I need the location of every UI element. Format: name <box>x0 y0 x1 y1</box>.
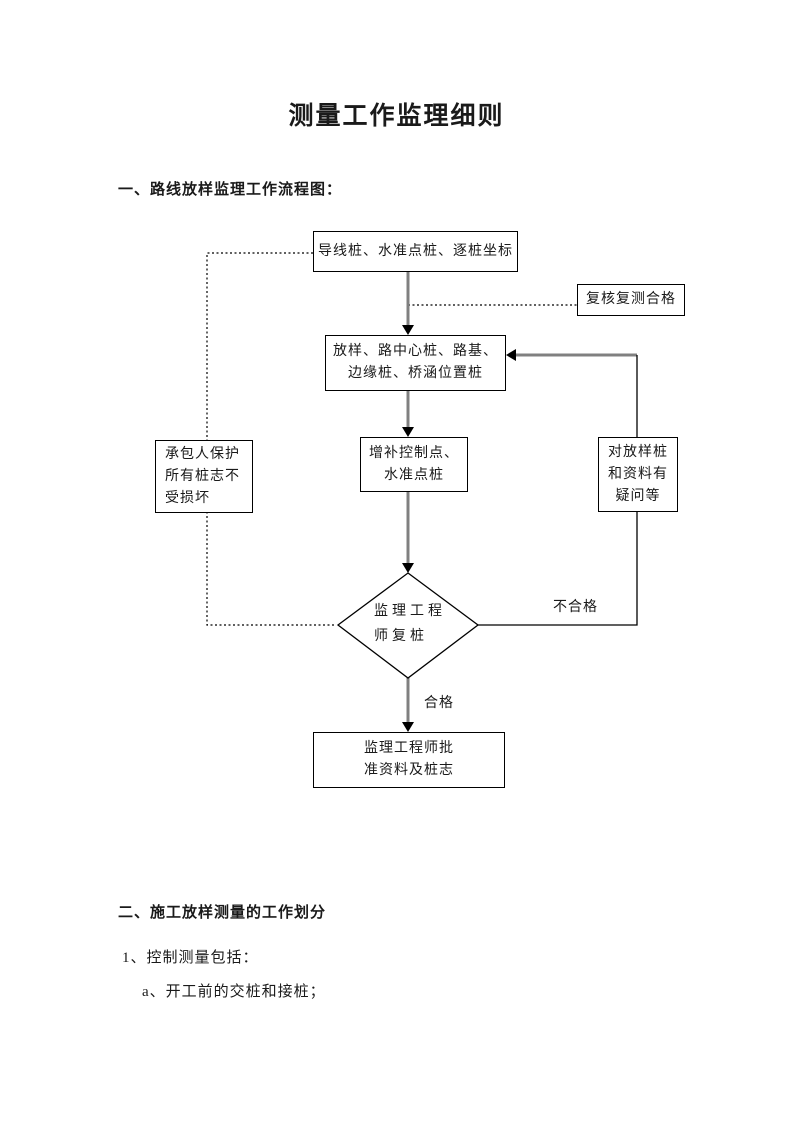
list-item-1a: a、开工前的交桩和接桩； <box>142 984 326 1000</box>
document-title: 测量工作监理细则 <box>288 103 505 130</box>
arrow-down-icon <box>402 325 414 335</box>
arrow-left-icon <box>506 349 516 361</box>
node-contractor-protect: 承包人保护 所有桩志不 受损坏 <box>155 440 253 513</box>
arrow-down-icon <box>402 427 414 437</box>
node-survey-stakes: 导线桩、水准点桩、逐桩坐标 <box>313 231 518 272</box>
node-engineer-recheck: 监理工程 师复桩 <box>374 604 446 644</box>
dotted-connector-left-loop <box>206 252 336 626</box>
section-1-heading: 一、路线放样监理工作流程图： <box>118 182 343 198</box>
node-doubt-on-stakes: 对放样桩 和资料有 疑问等 <box>598 437 678 512</box>
arrow-down-icon <box>402 563 414 573</box>
arrow-down-icon <box>402 722 414 732</box>
list-item-1: 1、控制测量包括： <box>122 950 259 966</box>
label-fail: 不合格 <box>553 600 598 615</box>
loop-line-lower <box>478 512 638 626</box>
section-2-heading: 二、施工放样测量的工作划分 <box>118 905 327 921</box>
node-recheck-pass: 复核复测合格 <box>577 284 685 316</box>
decision-diamond <box>336 572 480 679</box>
node-add-control-points: 增补控制点、 水准点桩 <box>360 437 468 492</box>
node-setting-out: 放样、路中心桩、路基、 边缘桩、桥涵位置桩 <box>325 335 506 391</box>
label-pass: 合格 <box>424 696 454 711</box>
node-approve: 监理工程师批 准资料及桩志 <box>313 732 505 788</box>
